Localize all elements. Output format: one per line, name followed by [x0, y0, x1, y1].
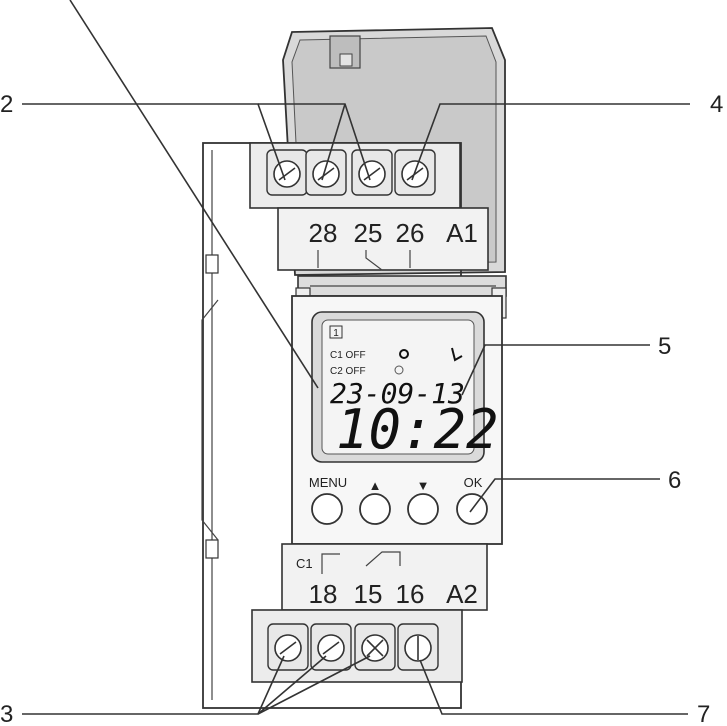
callout-5: 5	[658, 333, 671, 360]
up-button[interactable]	[359, 493, 391, 525]
top-screw-3[interactable]	[351, 149, 393, 196]
bottom-screw-3[interactable]	[354, 623, 396, 671]
ok-button-label: OK	[464, 475, 483, 490]
lcd-page-indicator: 1	[333, 328, 339, 339]
leader-line-3a	[22, 655, 285, 715]
top-relay-symbol	[317, 250, 411, 271]
lcd-c1-status: C1 OFF	[330, 350, 366, 361]
bottom-screw-4[interactable]	[397, 623, 439, 671]
sun-icon	[399, 349, 409, 359]
bottom-screw-1[interactable]	[267, 623, 309, 671]
bottom-terminal-block: C1 18 15 16 A2	[251, 543, 488, 683]
leader-line-6	[469, 478, 660, 513]
leader-lines	[22, 0, 690, 715]
leader-line-4	[411, 103, 690, 181]
top-terminal-block: 28 25 26 A1	[249, 142, 489, 271]
terminal-label-25: 25	[354, 218, 383, 248]
terminal-label-15: 15	[354, 579, 383, 609]
callout-6: 6	[668, 467, 681, 494]
callout-numbers: 2 4 5 6 3 7	[0, 91, 723, 726]
lcd-c2-status: C2 OFF	[330, 366, 366, 377]
down-button[interactable]	[407, 493, 439, 525]
lcd-time: 10:22	[336, 398, 499, 461]
menu-button-label: MENU	[309, 475, 347, 490]
menu-button[interactable]	[311, 493, 343, 525]
terminal-label-26: 26	[396, 218, 425, 248]
top-screw-2[interactable]	[305, 149, 347, 196]
callout-3: 3	[0, 701, 13, 726]
terminal-label-a2: A2	[446, 579, 478, 609]
down-arrow-icon: ▼	[417, 478, 430, 493]
leader-line-2c	[321, 103, 346, 181]
leader-line-3c	[257, 655, 371, 715]
top-screw-1[interactable]	[266, 149, 308, 196]
terminal-label-16: 16	[396, 579, 425, 609]
lcd-display: 1 C1 OFF C2 OFF 23-09-13 10:22	[311, 311, 499, 463]
terminal-label-a1: A1	[446, 218, 478, 248]
bottom-screw-2[interactable]	[310, 623, 352, 671]
lcd-date: 23-09-13	[330, 377, 465, 410]
relay-c1-label: C1	[296, 556, 313, 571]
clock-icon	[394, 365, 404, 375]
leader-line-7	[419, 659, 688, 715]
leader-line-5	[461, 344, 650, 396]
terminal-label-28: 28	[309, 218, 338, 248]
callout-4: 4	[710, 91, 723, 118]
callout-2: 2	[0, 91, 13, 118]
control-buttons: MENU ▲ ▼ OK	[309, 475, 488, 525]
callout-7: 7	[697, 701, 710, 726]
up-arrow-icon: ▲	[369, 478, 382, 493]
terminal-label-18: 18	[309, 579, 338, 609]
leader-line-1	[69, 0, 319, 389]
leader-line-3b	[257, 655, 327, 715]
relay-contact-symbol	[321, 551, 401, 574]
summer-time-icon	[451, 347, 463, 362]
leader-line-2a	[22, 103, 286, 181]
